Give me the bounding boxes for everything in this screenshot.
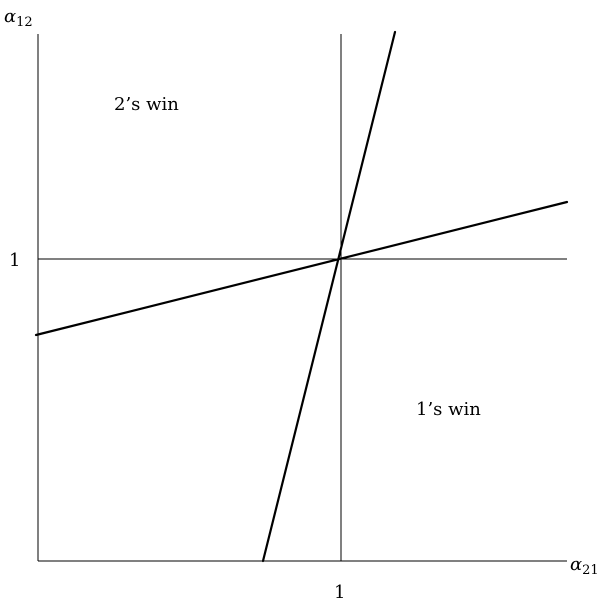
shallow-boundary-line: [34, 200, 569, 337]
steep-boundary-line: [261, 30, 397, 563]
y-axis-label: α12: [4, 6, 33, 30]
y-tick-label: 1: [9, 250, 20, 271]
x-tick-label: 1: [334, 582, 345, 603]
x-axis-label: α21: [570, 554, 599, 578]
region-label-1-wins: 1’s win: [416, 399, 481, 420]
region-label-2-wins: 2’s win: [114, 94, 179, 115]
